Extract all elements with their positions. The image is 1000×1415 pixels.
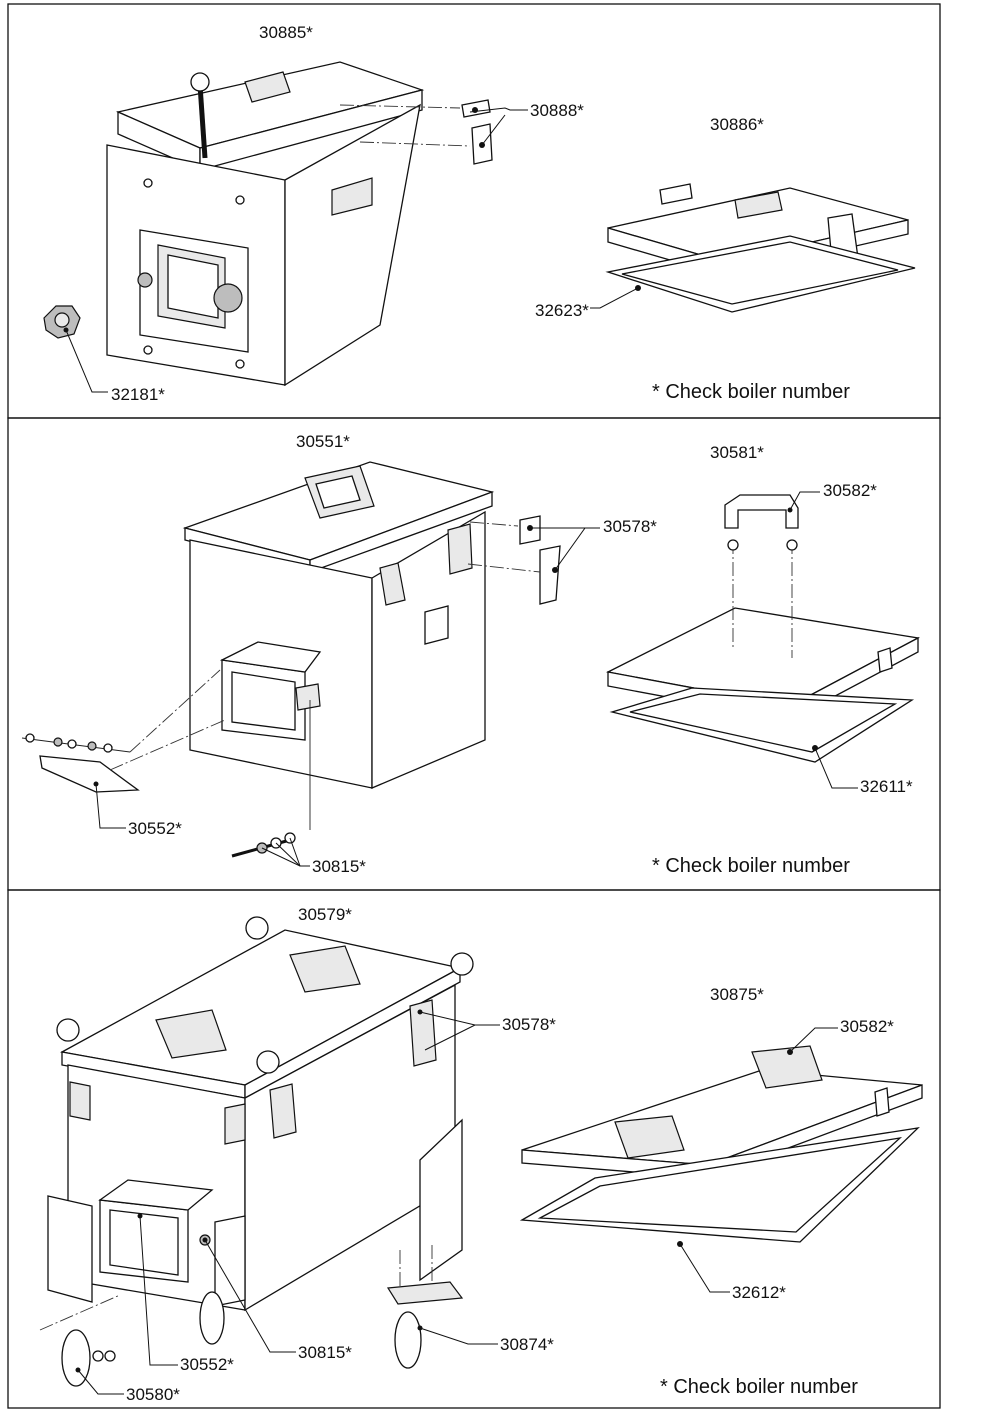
part-label-30578: 30578* [603,517,657,536]
part-label-30552: 30552* [128,819,182,838]
part-label-30888: 30888* [530,101,584,120]
panel-3-main-part-label: 30579* [298,905,352,924]
part-label-30582: 30582* [823,481,877,500]
part-label-30874: 30874* [500,1335,554,1354]
panel-1-main-part-label: 30885* [259,23,313,42]
part-label-30815-panel-3: 30815* [298,1343,352,1362]
panel-2-main-part-label: 30551* [296,432,350,451]
panel-1-lid-part-label: 30886* [710,115,764,134]
part-label-32623: 32623* [535,301,589,320]
panel-1-boiler-assembly: 30885* 30886* 30888* 32623* 32181* * Che… [43,23,916,404]
part-label-32612: 32612* [732,1283,786,1302]
panel-1-note: * Check boiler number [652,381,850,403]
part-label-30582-panel-3: 30582* [840,1017,894,1036]
panel-2-lid-part-label: 30581* [710,443,764,462]
panel-3-frame [7,889,941,1409]
part-label-32181: 32181* [111,385,165,404]
panel-3-note: * Check boiler number [660,1376,858,1398]
panel-2-note: * Check boiler number [652,855,850,877]
part-label-30815: 30815* [312,857,366,876]
panel-3-boiler-assembly: 30579* 30875* 30578* 30582* 32612* 30815… [39,905,923,1404]
part-label-30580: 30580* [126,1385,180,1404]
part-label-30578-panel-3: 30578* [502,1015,556,1034]
panel-2-boiler-assembly: 30551* 30581* 30578* 30582* 32611* 30552… [21,432,921,877]
part-label-30552-panel-3: 30552* [180,1355,234,1374]
part-label-32611: 32611* [860,777,913,796]
panel-3-lid-part-label: 30875* [710,985,764,1004]
